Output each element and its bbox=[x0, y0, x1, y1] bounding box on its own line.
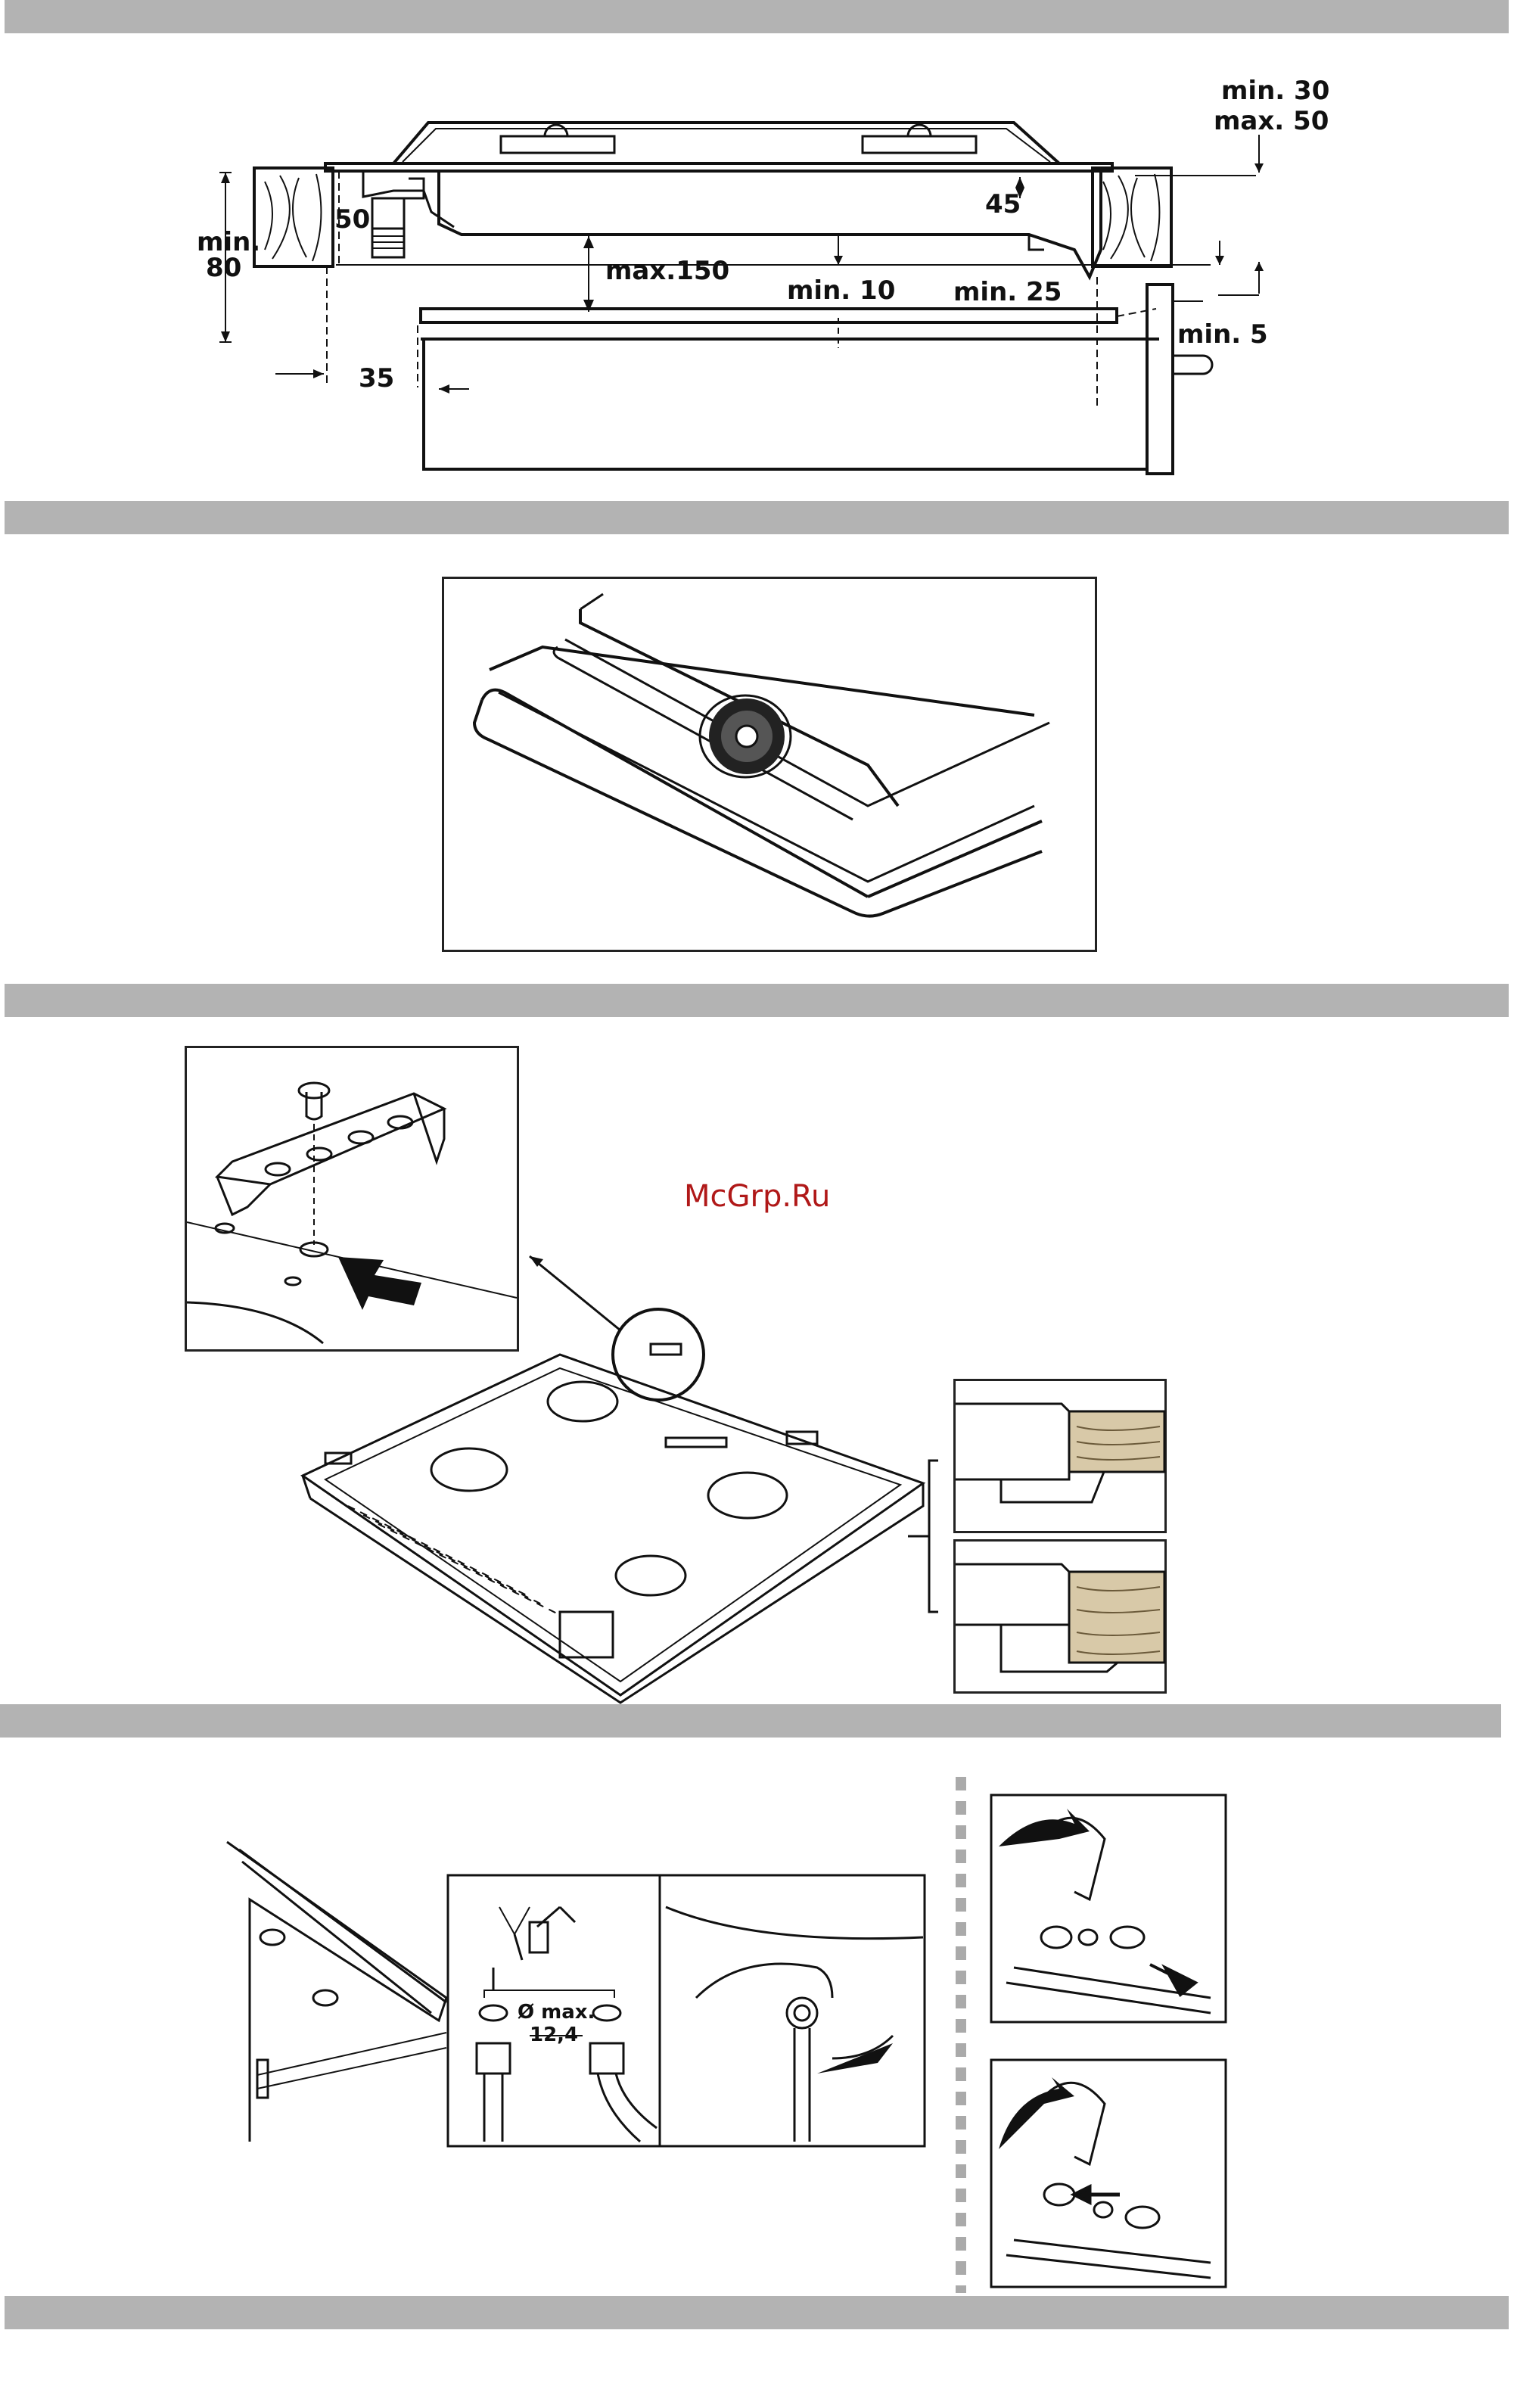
figure-seal-strip bbox=[442, 577, 1097, 952]
label-max-50: max. 50 bbox=[1214, 106, 1329, 136]
label-min-10: min. 10 bbox=[787, 275, 895, 306]
label-diameter-value: 12,4 bbox=[530, 2024, 578, 2046]
label-min-25: min. 25 bbox=[953, 277, 1062, 307]
label-45: 45 bbox=[985, 189, 1021, 219]
section-bar-5 bbox=[5, 2296, 1509, 2329]
label-min-30: min. 30 bbox=[1221, 76, 1329, 106]
label-min-5: min. 5 bbox=[1177, 319, 1268, 350]
label-50: 50 bbox=[334, 204, 370, 235]
section-bar-3 bbox=[5, 984, 1509, 1017]
label-diameter: Ø max. bbox=[518, 2001, 595, 2024]
section-bar-4 bbox=[0, 1704, 1501, 1738]
section-bar-2 bbox=[5, 501, 1509, 534]
label-35: 35 bbox=[359, 363, 394, 394]
figure-clamp-detail bbox=[185, 1046, 519, 1352]
watermark: McGrp.Ru bbox=[684, 1179, 830, 1214]
label-80: 80 bbox=[206, 253, 241, 283]
figure-clamp-side-2 bbox=[953, 1539, 1167, 1694]
label-max-150: max.150 bbox=[605, 256, 729, 286]
figure-clamp-side-1 bbox=[953, 1379, 1167, 1533]
